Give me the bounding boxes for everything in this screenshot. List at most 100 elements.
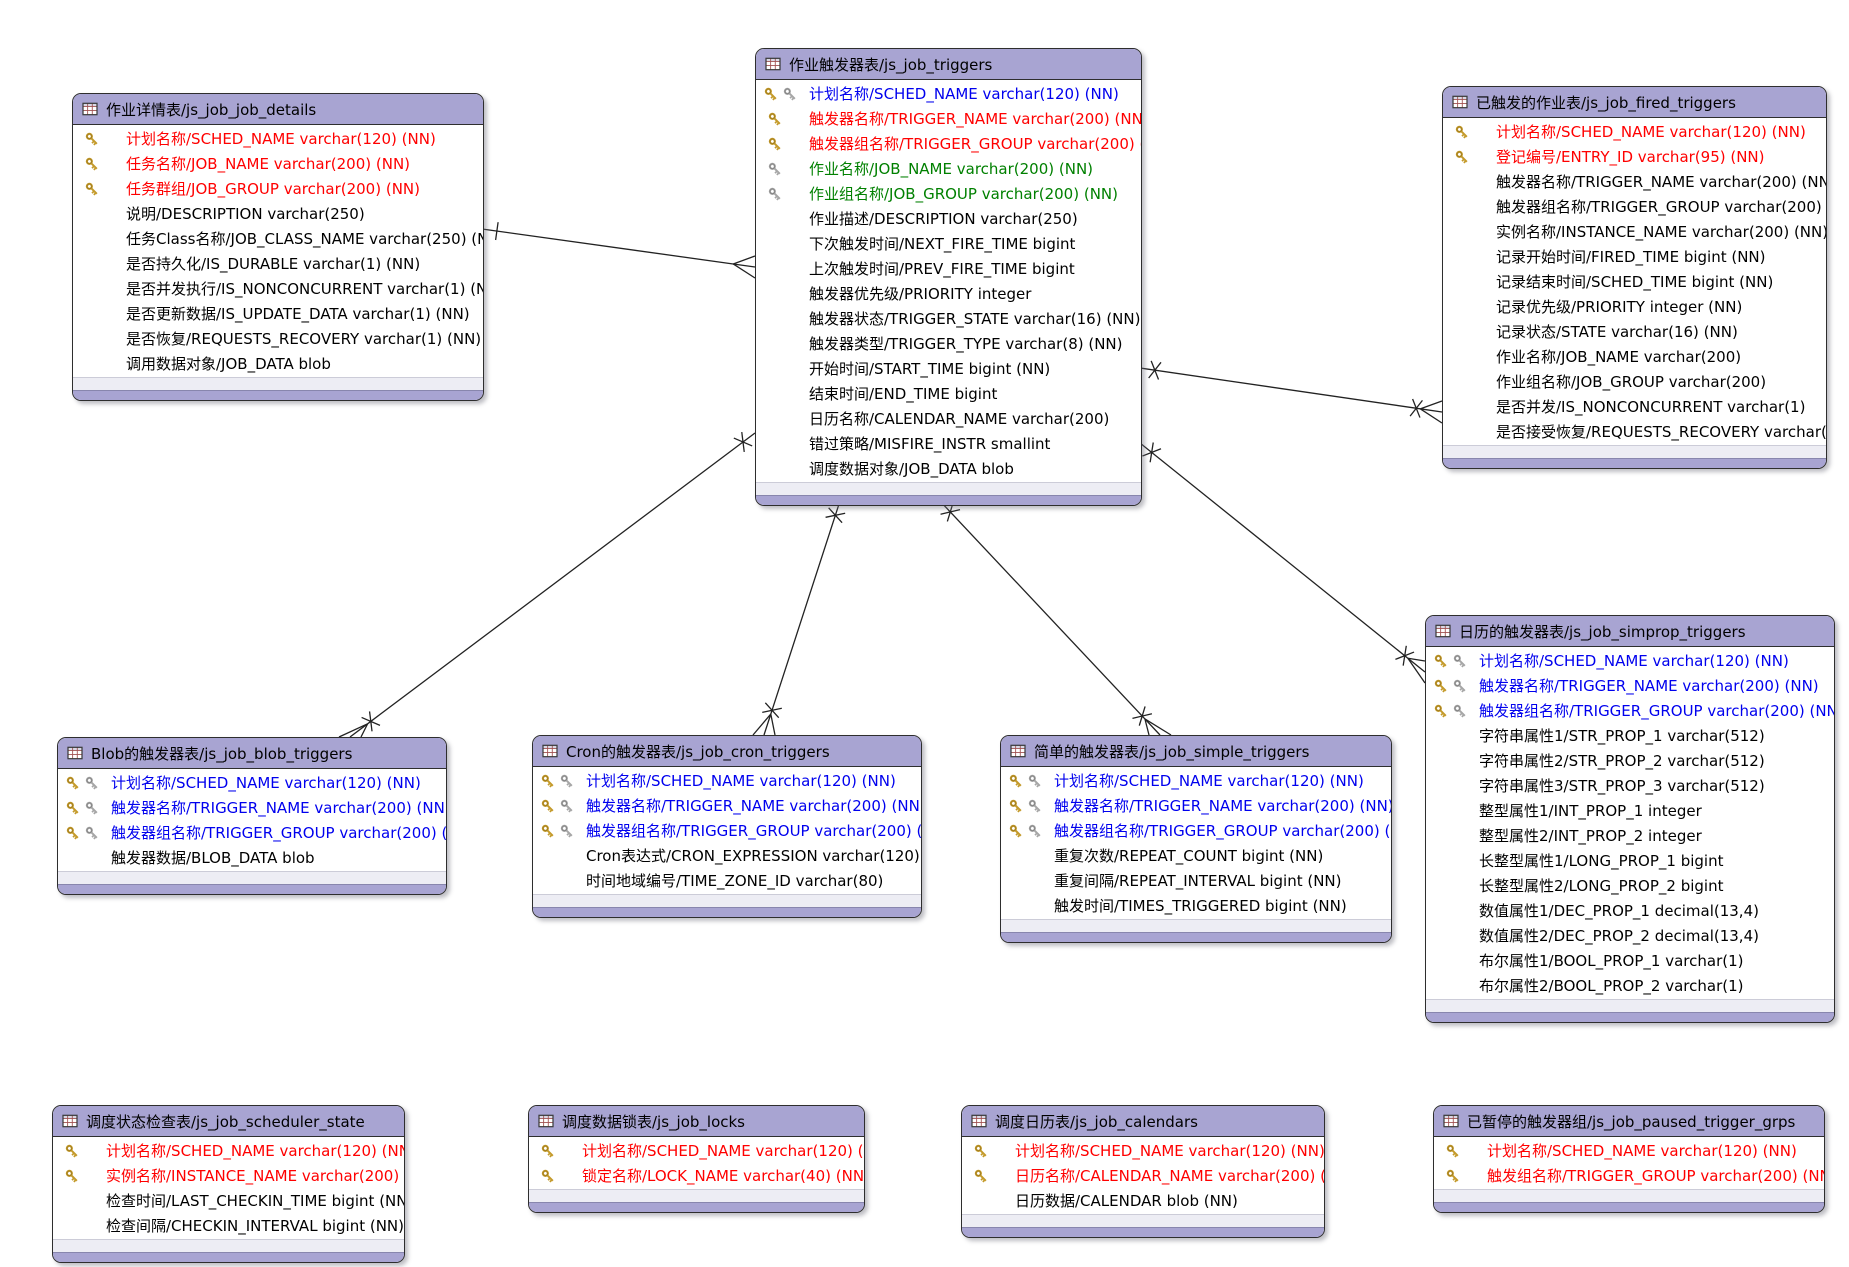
field-row[interactable]: 触发器组名称/TRIGGER_GROUP varchar(200) (NN) (1443, 195, 1826, 220)
field-row[interactable]: 实例名称/INSTANCE_NAME varchar(200) (NN) (1443, 220, 1826, 245)
field-row[interactable]: 任务名称/JOB_NAME varchar(200) (NN) (73, 152, 483, 177)
field-row[interactable]: 是否并发/IS_NONCONCURRENT varchar(1) (1443, 395, 1826, 420)
field-row[interactable]: 计划名称/SCHED_NAME varchar(120) (NN) (58, 771, 446, 796)
field-row[interactable]: 触发器数据/BLOB_DATA blob (58, 846, 446, 871)
field-row[interactable]: 是否并发执行/IS_NONCONCURRENT varchar(1) (NN) (73, 277, 483, 302)
field-row[interactable]: 计划名称/SCHED_NAME varchar(120) (NN) (756, 82, 1141, 107)
field-row[interactable]: 记录优先级/PRIORITY integer (NN) (1443, 295, 1826, 320)
field-row[interactable]: 是否更新数据/IS_UPDATE_DATA varchar(1) (NN) (73, 302, 483, 327)
field-row[interactable]: 记录开始时间/FIRED_TIME bigint (NN) (1443, 245, 1826, 270)
field-row[interactable]: 重复次数/REPEAT_COUNT bigint (NN) (1001, 844, 1391, 869)
field-row[interactable]: 触发器名称/TRIGGER_NAME varchar(200) (NN) (1426, 674, 1834, 699)
rel-triggers-to-fired-triggers[interactable] (1139, 360, 1443, 424)
entity-header[interactable]: 调度日历表/js_job_calendars (962, 1106, 1324, 1137)
entity-header[interactable]: 已触发的作业表/js_job_fired_triggers (1443, 87, 1826, 118)
field-row[interactable]: 说明/DESCRIPTION varchar(250) (73, 202, 483, 227)
field-row[interactable]: 调用数据对象/JOB_DATA blob (73, 352, 483, 377)
field-row[interactable]: 是否持久化/IS_DURABLE varchar(1) (NN) (73, 252, 483, 277)
entity-header[interactable]: Blob的触发器表/js_job_blob_triggers (58, 738, 446, 769)
field-row[interactable]: 计划名称/SCHED_NAME varchar(120) (NN) (53, 1139, 404, 1164)
entity-header[interactable]: 调度状态检查表/js_job_scheduler_state (53, 1106, 404, 1137)
entity-header[interactable]: 作业详情表/js_job_job_details (73, 94, 483, 125)
field-row[interactable]: 任务群组/JOB_GROUP varchar(200) (NN) (73, 177, 483, 202)
field-row[interactable]: 是否恢复/REQUESTS_RECOVERY varchar(1) (NN) (73, 327, 483, 352)
field-row[interactable]: 布尔属性2/BOOL_PROP_2 varchar(1) (1426, 974, 1834, 999)
field-row[interactable]: 错过策略/MISFIRE_INSTR smallint (756, 432, 1141, 457)
field-row[interactable]: 计划名称/SCHED_NAME varchar(120) (NN) (1443, 120, 1826, 145)
field-row[interactable]: 实例名称/INSTANCE_NAME varchar(200) (NN) (53, 1164, 404, 1189)
field-row[interactable]: 计划名称/SCHED_NAME varchar(120) (NN) (533, 769, 921, 794)
field-row[interactable]: 触发器组名称/TRIGGER_GROUP varchar(200) (NN) (756, 132, 1141, 157)
field-row[interactable]: 触发器状态/TRIGGER_STATE varchar(16) (NN) (756, 307, 1141, 332)
field-row[interactable]: 计划名称/SCHED_NAME varchar(120) (NN) (1001, 769, 1391, 794)
field-row[interactable]: 触发组名称/TRIGGER_GROUP varchar(200) (NN) (1434, 1164, 1824, 1189)
field-row[interactable]: 时间地域编号/TIME_ZONE_ID varchar(80) (533, 869, 921, 894)
field-row[interactable]: 字符串属性2/STR_PROP_2 varchar(512) (1426, 749, 1834, 774)
entity-header[interactable]: 已暂停的触发器组/js_job_paused_trigger_grps (1434, 1106, 1824, 1137)
field-row[interactable]: 触发器组名称/TRIGGER_GROUP varchar(200) (NN) (58, 821, 446, 846)
rel-triggers-to-blob-triggers[interactable] (338, 432, 756, 738)
field-row[interactable]: 锁定名称/LOCK_NAME varchar(40) (NN) (529, 1164, 864, 1189)
rel-triggers-to-cron-triggers[interactable] (752, 500, 846, 736)
field-row[interactable]: 整型属性1/INT_PROP_1 integer (1426, 799, 1834, 824)
field-row[interactable]: 触发器组名称/TRIGGER_GROUP varchar(200) (NN) (1426, 699, 1834, 724)
field-row[interactable]: 检查间隔/CHECKIN_INTERVAL bigint (NN) (53, 1214, 404, 1239)
field-row[interactable]: 字符串属性1/STR_PROP_1 varchar(512) (1426, 724, 1834, 749)
field-row[interactable]: 开始时间/START_TIME bigint (NN) (756, 357, 1141, 382)
entity-header[interactable]: Cron的触发器表/js_job_cron_triggers (533, 736, 921, 767)
field-row[interactable]: 作业名称/JOB_NAME varchar(200) (1443, 345, 1826, 370)
field-row[interactable]: 上次触发时间/PREV_FIRE_TIME bigint (756, 257, 1141, 282)
entity-header[interactable]: 作业触发器表/js_job_triggers (756, 49, 1141, 80)
field-row[interactable]: 触发器组名称/TRIGGER_GROUP varchar(200) (NN) (1001, 819, 1391, 844)
field-row[interactable]: 作业组名称/JOB_GROUP varchar(200) (NN) (756, 182, 1141, 207)
field-row[interactable]: 触发器名称/TRIGGER_NAME varchar(200) (NN) (1001, 794, 1391, 819)
field-row[interactable]: 是否接受恢复/REQUESTS_RECOVERY varchar(1) (1443, 420, 1826, 445)
rel-triggers-to-simprop-triggers[interactable] (1139, 442, 1426, 684)
entity-header[interactable]: 日历的触发器表/js_job_simprop_triggers (1426, 616, 1834, 647)
field-row[interactable]: Cron表达式/CRON_EXPRESSION varchar(120) (NN… (533, 844, 921, 869)
field-row[interactable]: 触发器名称/TRIGGER_NAME varchar(200) (NN) (1443, 170, 1826, 195)
field-row[interactable]: 登记编号/ENTRY_ID varchar(95) (NN) (1443, 145, 1826, 170)
entity-header[interactable]: 简单的触发器表/js_job_simple_triggers (1001, 736, 1391, 767)
field-row[interactable]: 作业名称/JOB_NAME varchar(200) (NN) (756, 157, 1141, 182)
field-row[interactable]: 记录结束时间/SCHED_TIME bigint (NN) (1443, 270, 1826, 295)
field-row[interactable]: 触发器名称/TRIGGER_NAME varchar(200) (NN) (58, 796, 446, 821)
field-row[interactable]: 计划名称/SCHED_NAME varchar(120) (NN) (1434, 1139, 1824, 1164)
field-row[interactable]: 整型属性2/INT_PROP_2 integer (1426, 824, 1834, 849)
field-row[interactable]: 日历数据/CALENDAR blob (NN) (962, 1189, 1324, 1214)
field-row[interactable]: 计划名称/SCHED_NAME varchar(120) (NN) (1426, 649, 1834, 674)
field-row[interactable]: 触发器类型/TRIGGER_TYPE varchar(8) (NN) (756, 332, 1141, 357)
field-row[interactable]: 计划名称/SCHED_NAME varchar(120) (NN) (73, 127, 483, 152)
field-row[interactable]: 计划名称/SCHED_NAME varchar(120) (NN) (962, 1139, 1324, 1164)
field-row[interactable]: 作业描述/DESCRIPTION varchar(250) (756, 207, 1141, 232)
field-row[interactable]: 调度数据对象/JOB_DATA blob (756, 457, 1141, 482)
field-row[interactable]: 长整型属性1/LONG_PROP_1 bigint (1426, 849, 1834, 874)
field-row[interactable]: 触发器名称/TRIGGER_NAME varchar(200) (NN) (756, 107, 1141, 132)
field-row[interactable]: 日历名称/CALENDAR_NAME varchar(200) (NN) (962, 1164, 1324, 1189)
field-row[interactable]: 字符串属性3/STR_PROP_3 varchar(512) (1426, 774, 1834, 799)
field-row[interactable]: 数值属性1/DEC_PROP_1 decimal(13,4) (1426, 899, 1834, 924)
rel-job-details-to-triggers[interactable] (481, 222, 756, 279)
field-row[interactable]: 日历名称/CALENDAR_NAME varchar(200) (756, 407, 1141, 432)
field-row[interactable]: 触发器名称/TRIGGER_NAME varchar(200) (NN) (533, 794, 921, 819)
field-row[interactable]: 下次触发时间/NEXT_FIRE_TIME bigint (756, 232, 1141, 257)
field-row[interactable]: 触发器组名称/TRIGGER_GROUP varchar(200) (NN) (533, 819, 921, 844)
field-row[interactable]: 计划名称/SCHED_NAME varchar(120) (NN) (529, 1139, 864, 1164)
field-row[interactable]: 布尔属性1/BOOL_PROP_1 varchar(1) (1426, 949, 1834, 974)
field-row[interactable]: 数值属性2/DEC_PROP_2 decimal(13,4) (1426, 924, 1834, 949)
entity-header[interactable]: 调度数据锁表/js_job_locks (529, 1106, 864, 1137)
field-row[interactable]: 结束时间/END_TIME bigint (756, 382, 1141, 407)
field-row[interactable]: 检查时间/LAST_CHECKIN_TIME bigint (NN) (53, 1189, 404, 1214)
field-row[interactable]: 触发时间/TIMES_TRIGGERED bigint (NN) (1001, 894, 1391, 919)
